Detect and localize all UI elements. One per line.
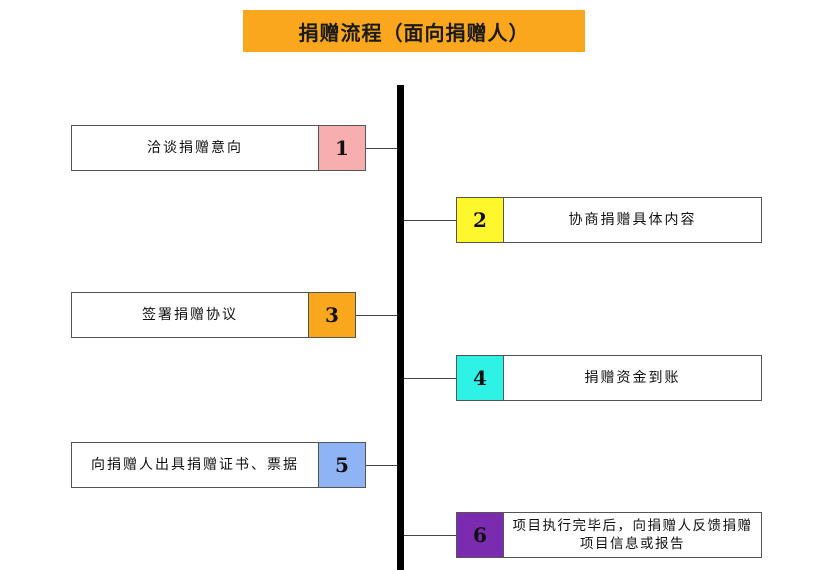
- step-1-label: 洽谈捐赠意向: [147, 140, 243, 156]
- step-4-number: 4: [457, 356, 504, 400]
- connector-step-4: [404, 378, 456, 379]
- connector-step-1: [365, 148, 397, 149]
- step-2-number: 2: [457, 198, 504, 242]
- step-2: 2 协商捐赠具体内容: [456, 197, 762, 243]
- step-6-number: 6: [457, 513, 504, 557]
- step-1-number: 1: [318, 126, 365, 170]
- step-6: 6 项目执行完毕后，向捐赠人反馈捐赠项目信息或报告: [456, 512, 762, 558]
- step-2-label: 协商捐赠具体内容: [568, 212, 697, 228]
- connector-step-3: [355, 315, 397, 316]
- connector-step-6: [404, 535, 456, 536]
- step-5: 向捐赠人出具捐赠证书、票据 5: [71, 442, 366, 488]
- step-6-label: 项目执行完毕后，向捐赠人反馈捐赠项目信息或报告: [512, 518, 753, 552]
- step-4: 4 捐赠资金到账: [456, 355, 762, 401]
- step-1: 洽谈捐赠意向 1: [71, 125, 366, 171]
- step-3-number: 3: [308, 293, 355, 337]
- connector-step-5: [365, 465, 397, 466]
- step-4-label: 捐赠资金到账: [584, 370, 681, 386]
- connector-step-2: [404, 220, 456, 221]
- step-3-label: 签署捐赠协议: [142, 307, 238, 323]
- step-5-number: 5: [318, 443, 365, 487]
- diagram-title: 捐赠流程（面向捐赠人）: [243, 10, 585, 52]
- step-5-label: 向捐赠人出具捐赠证书、票据: [91, 457, 299, 473]
- step-3: 签署捐赠协议 3: [71, 292, 356, 338]
- timeline-spine: [397, 85, 404, 570]
